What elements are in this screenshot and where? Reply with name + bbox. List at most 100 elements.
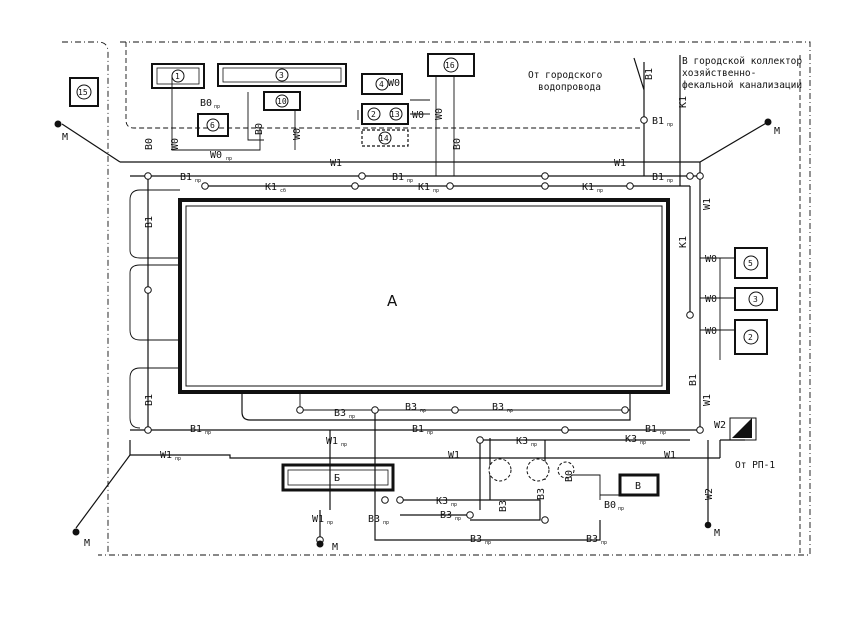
line-labels: W1 W1 В1 пр В1 пр В1 пр К1 сб К1 пр К1 п…	[144, 68, 726, 546]
svg-text:10: 10	[277, 97, 287, 106]
facility-3b: 3	[734, 287, 778, 311]
svg-text:1: 1	[175, 72, 180, 81]
svg-text:пр: пр	[195, 178, 201, 184]
svg-text:К3: К3	[436, 496, 448, 507]
svg-text:W0: W0	[170, 138, 181, 150]
facility-15: 15	[69, 77, 99, 107]
facility-3a: 3	[217, 63, 347, 87]
svg-text:В1: В1	[144, 216, 155, 228]
svg-text:В3: В3	[440, 510, 452, 521]
svg-text:В3: В3	[492, 402, 504, 413]
svg-text:W0: W0	[210, 150, 222, 161]
svg-text:3: 3	[753, 295, 758, 304]
svg-text:В1: В1	[190, 424, 202, 435]
svg-text:15: 15	[78, 88, 88, 97]
svg-text:В3: В3	[536, 488, 547, 500]
svg-text:В0: В0	[452, 138, 463, 150]
svg-text:В3: В3	[498, 500, 509, 512]
note-water-line2: водопровода	[538, 82, 601, 93]
svg-text:В0: В0	[200, 98, 212, 109]
power-source	[729, 417, 757, 441]
svg-text:К3: К3	[625, 434, 637, 445]
facility-14: 14	[361, 129, 409, 147]
svg-text:пр: пр	[451, 502, 457, 508]
svg-text:пр: пр	[618, 506, 624, 512]
svg-text:В1: В1	[688, 374, 699, 386]
svg-text:К1: К1	[265, 182, 277, 193]
svg-text:пр: пр	[597, 188, 603, 194]
svg-text:пр: пр	[327, 520, 333, 526]
note-sewer-line2: хозяйственно-	[682, 68, 756, 79]
utility-network	[61, 55, 769, 541]
svg-text:пр: пр	[427, 430, 433, 436]
svg-text:пр: пр	[226, 156, 232, 162]
svg-text:14: 14	[379, 134, 389, 143]
svg-text:W1: W1	[702, 198, 713, 210]
facility-2b: 2	[734, 319, 768, 355]
facility-2-13: 2 13	[361, 103, 409, 125]
building-v: В	[618, 473, 660, 497]
svg-text:пр: пр	[420, 408, 426, 414]
svg-text:W1: W1	[312, 514, 324, 525]
svg-text:пр: пр	[407, 178, 413, 184]
svg-text:В3: В3	[334, 408, 346, 419]
svg-text:W0: W0	[705, 326, 717, 337]
svg-text:В1: В1	[180, 172, 192, 183]
facility-5: 5	[734, 247, 768, 279]
wells	[144, 116, 712, 544]
svg-text:W1: W1	[448, 450, 460, 461]
svg-text:W1: W1	[614, 158, 626, 169]
svg-text:W1: W1	[330, 158, 342, 169]
facility-6: 6	[197, 113, 229, 137]
svg-text:М: М	[62, 132, 68, 143]
facility-1: 1	[151, 63, 205, 89]
building-v-label: В	[635, 481, 641, 492]
svg-text:W1: W1	[326, 436, 338, 447]
svg-text:сб: сб	[280, 187, 286, 194]
svg-text:W0: W0	[705, 254, 717, 265]
svg-text:2: 2	[371, 110, 376, 119]
svg-text:пр: пр	[214, 104, 220, 110]
svg-text:13: 13	[390, 110, 400, 119]
note-sewer-line1: В городской коллектор	[682, 56, 802, 67]
svg-text:пр: пр	[383, 520, 389, 526]
svg-text:В1: В1	[652, 172, 664, 183]
markers: М М М М М	[54, 118, 780, 553]
svg-text:пр: пр	[485, 540, 491, 546]
building-a-label: А	[387, 292, 398, 310]
svg-text:2: 2	[748, 333, 753, 342]
facility-10: 10	[263, 91, 301, 111]
svg-text:К1: К1	[678, 96, 689, 108]
svg-text:В0: В0	[254, 123, 265, 135]
svg-text:К1: К1	[678, 236, 689, 248]
svg-text:4: 4	[379, 80, 384, 89]
svg-text:М: М	[84, 538, 90, 549]
svg-text:пр: пр	[455, 516, 461, 522]
svg-text:W0: W0	[412, 110, 424, 121]
svg-text:W1: W1	[160, 450, 172, 461]
building-a: А	[178, 198, 670, 394]
svg-text:пр: пр	[341, 442, 347, 448]
svg-text:М: М	[332, 542, 338, 553]
svg-text:В1: В1	[392, 172, 404, 183]
svg-text:пр: пр	[667, 178, 673, 184]
svg-text:пр: пр	[175, 456, 181, 462]
svg-text:В1: В1	[652, 116, 664, 127]
svg-text:В3: В3	[405, 402, 417, 413]
svg-text:W2: W2	[704, 488, 715, 500]
facility-4: 4	[361, 73, 403, 95]
svg-text:В3: В3	[470, 534, 482, 545]
svg-text:W1: W1	[664, 450, 676, 461]
building-b-label: Б	[334, 473, 340, 484]
svg-text:К1: К1	[418, 182, 430, 193]
svg-text:6: 6	[210, 121, 215, 130]
notes: От городского водопровода В городской ко…	[528, 56, 802, 471]
site-boundary	[62, 41, 811, 556]
svg-text:пр: пр	[601, 540, 607, 546]
svg-text:пр: пр	[205, 430, 211, 436]
svg-text:В0: В0	[604, 500, 616, 511]
svg-text:пр: пр	[640, 440, 646, 446]
svg-text:К3: К3	[516, 436, 528, 447]
svg-text:пр: пр	[667, 122, 673, 128]
